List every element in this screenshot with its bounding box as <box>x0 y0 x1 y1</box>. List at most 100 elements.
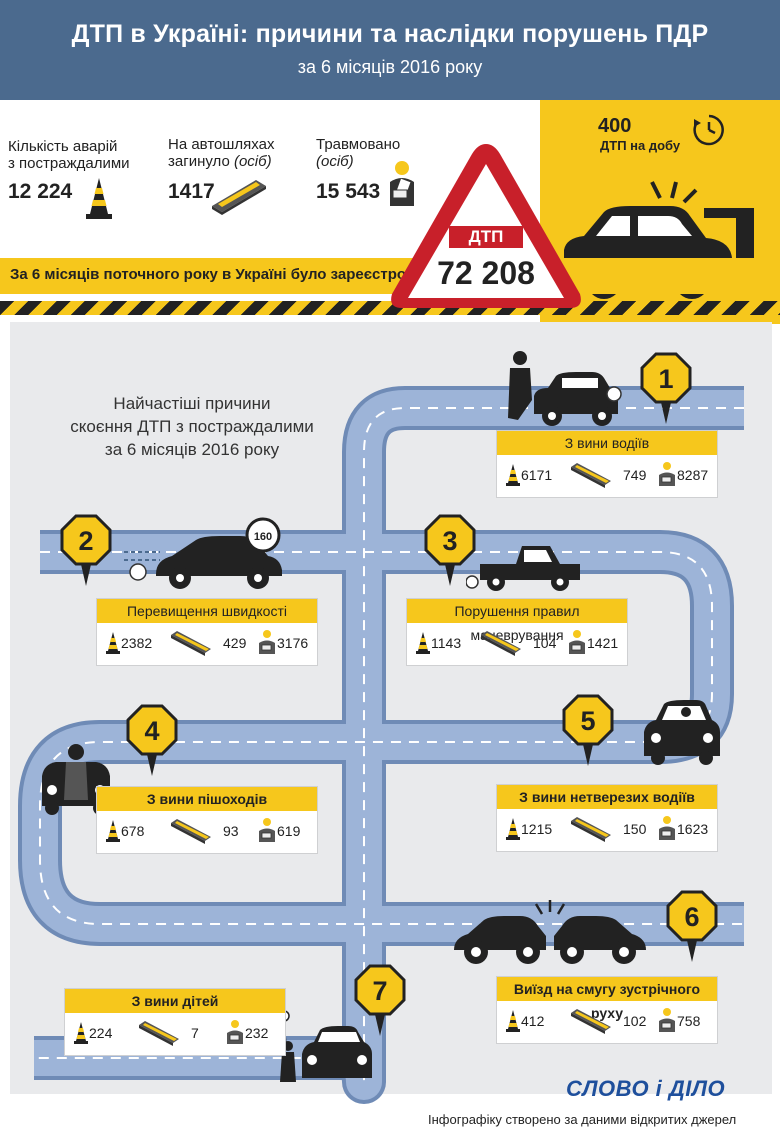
injured-label: Травмовано (осіб) <box>316 136 401 170</box>
injured-person-icon <box>659 1008 675 1032</box>
killed-count: 7 <box>191 1025 199 1041</box>
cause-badge-5: 5 <box>562 694 614 766</box>
killed-count: 429 <box>223 635 247 651</box>
injured-person-icon <box>390 161 414 206</box>
coffin-icon <box>171 819 211 844</box>
cause-badge-2: 2 <box>60 514 112 586</box>
cause-card-5: З вини нетверезих водіїв 1215 150 1623 <box>496 784 718 852</box>
injured-person-icon <box>659 816 675 840</box>
injured-person-icon <box>569 630 585 654</box>
cause-card-title: З вини нетверезих водіїв <box>497 785 717 809</box>
page-subtitle: за 6 місяців 2016 року <box>297 57 483 77</box>
cause-card-title: З вини пішоходів <box>97 787 317 811</box>
speed-limit-sign-icon: 160 <box>245 517 281 553</box>
cause-badge-7: 7 <box>354 964 406 1036</box>
speeding-car-icon <box>124 536 282 589</box>
injured-count: 619 <box>277 823 301 839</box>
accidents-count: 1143 <box>431 635 462 651</box>
cause-badge-number: 5 <box>580 706 595 736</box>
child-collision-icon <box>278 1010 372 1082</box>
cause-card-title: Порушення правил маневрування <box>407 599 627 643</box>
accidents-count: 2382 <box>121 635 153 651</box>
cause-badge-number: 6 <box>684 902 699 932</box>
cause-card-7: З вини дітей 224 7 232 <box>64 988 286 1056</box>
registered-text: За 6 місяців поточного року в Україні бу… <box>10 266 447 283</box>
accidents-value: 12 224 <box>8 180 73 203</box>
injured-person-icon <box>659 462 675 486</box>
killed-count: 93 <box>223 823 239 839</box>
pedestrian-hit-icon <box>508 351 622 426</box>
head-on-collision-icon <box>454 900 646 964</box>
injured-person-icon <box>259 818 275 842</box>
accidents-count: 678 <box>121 823 145 839</box>
killed-count: 102 <box>623 1013 647 1029</box>
accidents-label: Кількість аварій з постраждалими <box>8 138 130 172</box>
coffin-icon <box>481 631 521 656</box>
coffin-icon <box>571 463 611 488</box>
traffic-cone-icon <box>416 632 430 654</box>
injured-person-icon <box>227 1020 243 1044</box>
traffic-cone-icon <box>74 1022 88 1044</box>
coffin-icon <box>139 1021 179 1046</box>
traffic-cone-icon <box>506 464 520 486</box>
cause-badge-number: 3 <box>442 526 457 556</box>
dtp-total: 72 208 <box>437 255 535 291</box>
traffic-cone-icon <box>86 178 112 219</box>
speed-limit-value: 160 <box>254 531 272 543</box>
cause-badge-number: 4 <box>144 716 159 746</box>
cause-badge-6: 6 <box>666 890 718 962</box>
cause-card-title: Виїзд на смугу зустрічного руху <box>497 977 717 1021</box>
injured-count: 3176 <box>277 635 309 651</box>
coffin-icon <box>212 180 266 215</box>
traffic-cone-icon <box>106 632 120 654</box>
registered-band <box>0 258 780 294</box>
header: ДТП в Україні: причини та наслідки поруш… <box>0 0 780 100</box>
per-day-value: 400 <box>598 115 632 137</box>
traffic-cone-icon <box>506 818 520 840</box>
injured-value: 15 543 <box>316 180 381 203</box>
cause-card-1: З вини водіїв 6171 749 8287 <box>496 430 718 498</box>
clock-icon <box>693 114 724 146</box>
traffic-cone-icon <box>506 1010 520 1032</box>
accidents-count: 412 <box>521 1013 545 1029</box>
killed-value: 1417 <box>168 180 215 203</box>
injured-count: 758 <box>677 1013 701 1029</box>
cause-card-4: З вини пішоходів 678 93 619 <box>96 786 318 854</box>
drunk-driver-icon <box>644 700 720 765</box>
source-note: Інфографіку створено за даними відкритих… <box>428 1112 737 1127</box>
cause-badge-3: 3 <box>424 514 476 586</box>
coffin-icon <box>571 1009 611 1034</box>
injured-count: 232 <box>245 1025 269 1041</box>
injured-count: 8287 <box>677 467 709 483</box>
dtp-label: ДТП <box>449 226 523 248</box>
cause-card-title: З вини дітей <box>65 989 285 1013</box>
cause-badge-number: 7 <box>372 976 387 1006</box>
injured-person-icon <box>259 630 275 654</box>
cause-badge-number: 2 <box>78 526 93 556</box>
traffic-cone-icon <box>106 820 120 842</box>
coffin-icon <box>171 631 211 656</box>
killed-count: 749 <box>623 467 647 483</box>
causes-title: Найчастіші причини скоєння ДТП з постраж… <box>70 394 314 459</box>
cause-card-title: Перевищення швидкості <box>97 599 317 623</box>
cause-card-title: З вини водіїв <box>497 431 717 455</box>
injured-count: 1421 <box>587 635 619 651</box>
accidents-count: 6171 <box>521 467 553 483</box>
pickup-truck-icon <box>466 546 580 591</box>
accidents-count: 1215 <box>521 821 553 837</box>
hazard-stripe <box>0 301 780 315</box>
killed-label: На автошляхах загинуло (осіб) <box>168 136 275 170</box>
killed-count: 150 <box>623 821 647 837</box>
injured-count: 1623 <box>677 821 709 837</box>
brand-logo: СЛОВО і ДІЛО <box>566 1076 726 1101</box>
killed-count: 104 <box>533 635 557 651</box>
accidents-count: 224 <box>89 1025 113 1041</box>
pedestrian-collision-icon <box>42 744 110 815</box>
cause-badge-number: 1 <box>658 364 673 394</box>
coffin-icon <box>571 817 611 842</box>
car-crash-illustration <box>564 181 754 299</box>
cause-card-2: Перевищення швидкості 2382 429 3176 <box>96 598 318 666</box>
cause-badge-4: 4 <box>126 704 178 776</box>
